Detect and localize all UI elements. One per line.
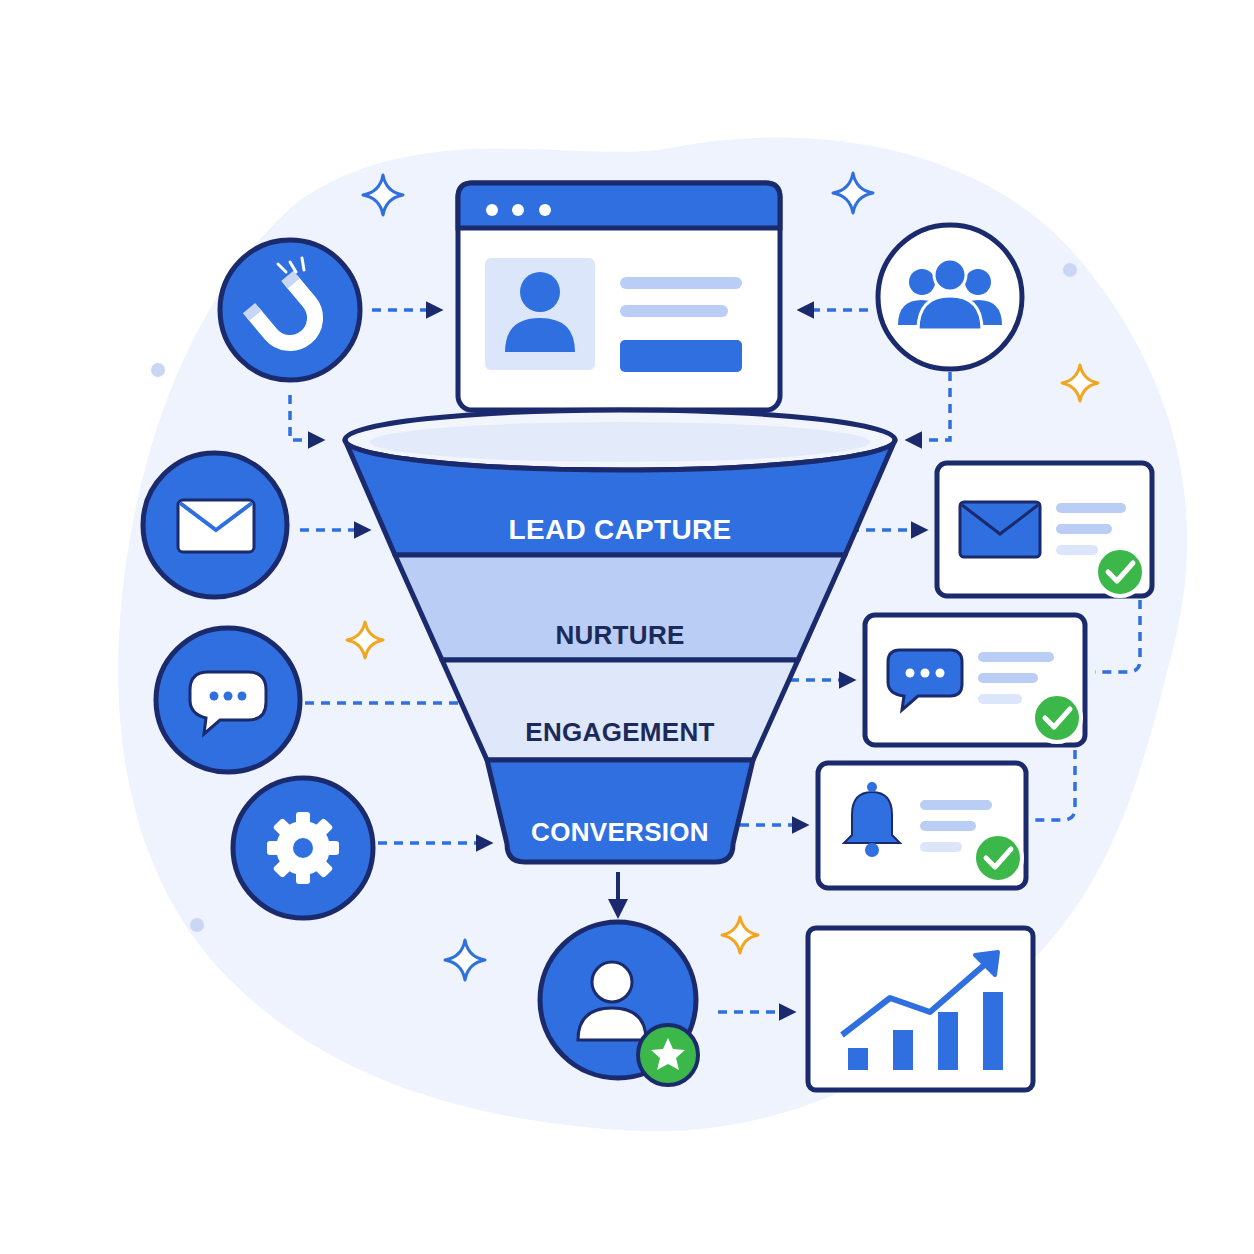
growth-chart	[808, 928, 1033, 1090]
background-blob	[118, 138, 1187, 1132]
band-label: ENGAGEMENT	[525, 718, 714, 747]
audience-icon	[878, 225, 1022, 369]
band-outline	[442, 660, 798, 760]
funnel-band: ENGAGEMENT	[442, 660, 798, 760]
magnet-icon	[220, 240, 360, 380]
funnel-band: LEAD CAPTURE	[345, 440, 895, 555]
email-card	[937, 463, 1152, 596]
funnel-band: NURTURE	[395, 555, 845, 660]
solid-arrow	[616, 872, 620, 915]
settings-icon	[233, 778, 373, 918]
dashed-flow-lines	[290, 310, 1140, 1012]
chat-icon	[156, 628, 300, 772]
band-outline	[487, 760, 753, 862]
customer-icon	[540, 922, 698, 1085]
notification-card	[818, 763, 1026, 888]
band-label: LEAD CAPTURE	[509, 515, 732, 546]
funnel-band: CONVERSION	[487, 760, 753, 862]
band-outline	[345, 440, 895, 555]
chat-card	[865, 615, 1085, 745]
email-icon	[143, 453, 287, 597]
browser-window	[458, 183, 780, 410]
band-label: NURTURE	[555, 621, 684, 650]
band-shape	[487, 760, 753, 862]
band-outline	[395, 555, 845, 660]
band-label: CONVERSION	[531, 818, 709, 847]
